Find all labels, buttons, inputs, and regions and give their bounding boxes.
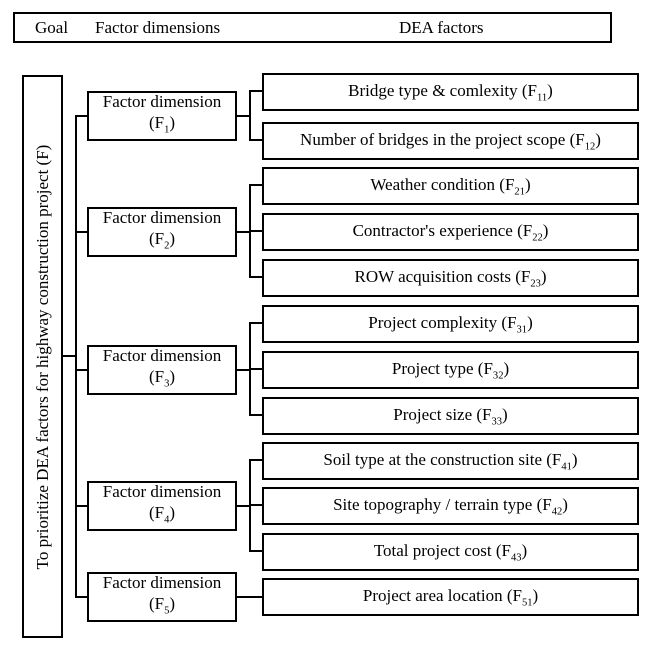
connector-goal-trunk [63,355,76,357]
factor-label: Project type (F32) [391,358,510,382]
connector-f4-bracket [237,505,250,507]
dimension-label: Factor dimension [102,482,222,502]
factor-box-f51: Project area location (F51) [262,578,639,616]
stub-f22 [249,230,262,232]
stub-f21 [249,184,262,186]
factor-box-f23: ROW acquisition costs (F23) [262,259,639,297]
factor-box-f42: Site topography / terrain type (F42) [262,487,639,525]
factor-label: Weather condition (F21) [370,174,531,198]
connector-trunk-f4 [75,505,87,507]
factor-box-f33: Project size (F33) [262,397,639,435]
dimension-code: (F3) [148,367,176,390]
dimension-label: Factor dimension [102,346,222,366]
factor-box-f12: Number of bridges in the project scope (… [262,122,639,160]
legend-dea-factors: DEA factors [399,17,484,37]
stub-f11 [249,90,262,92]
stub-f23 [249,276,262,278]
factor-box-f43: Total project cost (F43) [262,533,639,571]
stub-f42 [249,504,262,506]
dimension-label: Factor dimension [102,573,222,593]
factor-label: Project size (F33) [393,404,508,428]
bracket-f1 [249,90,251,141]
factor-label: Total project cost (F43) [373,540,528,564]
connector-trunk [75,115,77,598]
stub-f41 [249,459,262,461]
dimension-box-f4: Factor dimension (F4) [87,481,237,531]
factor-box-f31: Project complexity (F31) [262,305,639,343]
factor-label: Project area location (F51) [362,585,539,609]
dimension-code: (F4) [148,503,176,526]
factor-label: Number of bridges in the project scope (… [300,129,601,153]
connector-f3-bracket [237,369,250,371]
factor-label: Project complexity (F31) [368,312,533,336]
legend-goal: Goal [35,17,69,37]
stub-f32 [249,368,262,370]
factor-label: Contractor's experience (F22) [352,220,549,244]
connector-trunk-f5 [75,596,87,598]
dimension-box-f3: Factor dimension (F3) [87,345,237,395]
legend-header: Goal Factor dimensions DEA factors [13,12,612,43]
goal-label: To prioritize DEA factors for highway co… [32,144,52,569]
factor-label: ROW acquisition costs (F23) [354,266,547,290]
stub-f31 [249,322,262,324]
factor-box-f22: Contractor's experience (F22) [262,213,639,251]
goal-box: To prioritize DEA factors for highway co… [22,75,63,638]
factor-box-f32: Project type (F32) [262,351,639,389]
dimension-code: (F2) [148,229,176,252]
connector-trunk-f1 [75,115,87,117]
factor-box-f11: Bridge type & comlexity (F11) [262,73,639,111]
connector-trunk-f2 [75,231,87,233]
connector-f1-bracket [237,115,250,117]
dimension-code: (F1) [148,113,176,136]
stub-f33 [249,414,262,416]
dimension-label: Factor dimension [102,92,222,112]
stub-f12 [249,139,262,141]
dimension-label: Factor dimension [102,208,222,228]
factor-box-f21: Weather condition (F21) [262,167,639,205]
connector-f2-bracket [237,231,250,233]
dimension-box-f1: Factor dimension (F1) [87,91,237,141]
dimension-code: (F5) [148,594,176,617]
connector-f5-f51 [237,596,262,598]
dimension-box-f5: Factor dimension (F5) [87,572,237,622]
factor-label: Bridge type & comlexity (F11) [348,80,553,104]
stub-f43 [249,550,262,552]
factor-label: Soil type at the construction site (F41) [323,449,578,473]
factor-label: Site topography / terrain type (F42) [333,494,568,518]
connector-trunk-f3 [75,369,87,371]
dimension-box-f2: Factor dimension (F2) [87,207,237,257]
legend-factor-dimensions: Factor dimensions [95,17,221,37]
factor-box-f41: Soil type at the construction site (F41) [262,442,639,480]
